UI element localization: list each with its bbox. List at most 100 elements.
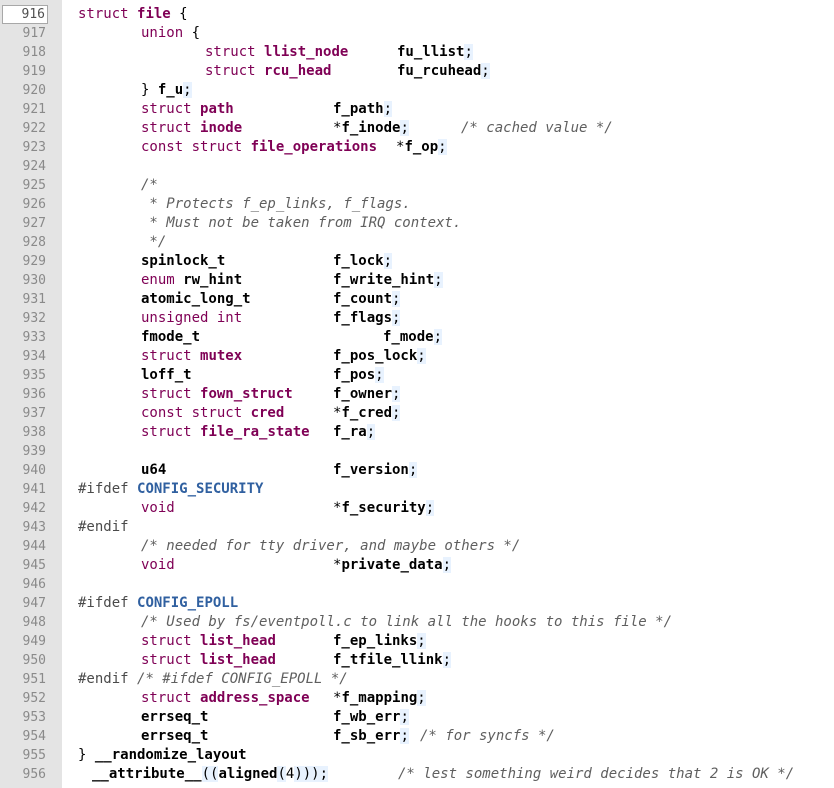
code-segment: __attribute__((aligned(4))); [92,765,329,784]
code-segment: fu_rcuhead; [397,62,490,81]
code-line[interactable]: 951#endif /* #ifdef CONFIG_EPOLL */ [0,670,834,689]
code-segment: } __randomize_layout [78,746,247,765]
line-number: 919 [22,64,46,79]
code-line[interactable]: 931 atomic_long_t f_count; [0,290,834,309]
code-token: spinlock_t [141,253,226,269]
code-line[interactable]: 956__attribute__((aligned(4)));/* lest s… [0,765,834,784]
code-token: ; [400,120,409,136]
code-segment: errseq_t [141,727,208,746]
code-segment: struct fown_struct [141,385,293,404]
line-number-gutter[interactable] [0,0,62,788]
code-token: atomic_long_t [141,291,251,307]
code-line[interactable]: 920} f_u; [0,81,834,100]
code-line[interactable]: 927 * Must not be taken from IRQ context… [0,214,834,233]
code-segment: fu_llist; [397,43,473,62]
code-token: struct [141,101,201,117]
code-token: * [333,120,342,136]
code-line[interactable]: 926 * Protects f_ep_links, f_flags. [0,195,834,214]
code-token: f_pos [333,367,376,383]
code-token: /* Used by fs/eventpoll.c to link all th… [141,614,673,630]
code-token: /* [141,177,158,193]
code-line[interactable]: 928 */ [0,233,834,252]
line-number: 953 [22,710,46,725]
code-token: f_lock [333,253,384,269]
code-line[interactable]: 925/* [0,176,834,195]
code-token: fu_rcuhead [397,63,482,79]
code-token: f_write_hint [333,272,435,288]
code-token: ; [442,652,452,668]
code-line[interactable]: 924 [0,157,834,176]
code-line[interactable]: 948/* Used by fs/eventpoll.c to link all… [0,613,834,632]
code-token: * [333,405,342,421]
line-number: 936 [22,387,46,402]
code-token: ( [277,766,286,782]
code-token: __randomize_layout [94,747,247,763]
code-token: struct [141,120,201,136]
code-token: ; [392,291,401,307]
code-token: ; [434,272,443,288]
code-segment: *f_inode; [333,119,409,138]
line-number: 931 [22,292,46,307]
code-token: struct [141,633,201,649]
code-segment: /* needed for tty driver, and maybe othe… [141,537,520,556]
line-number: 939 [22,444,46,459]
code-token: void [141,500,175,516]
code-line[interactable]: 944/* needed for tty driver, and maybe o… [0,537,834,556]
code-token: ; [425,500,435,516]
code-line[interactable]: 941#ifdef CONFIG_SECURITY [0,480,834,499]
code-token: } [78,747,95,763]
code-token: loff_t [141,367,192,383]
line-number: 949 [22,634,46,649]
code-line[interactable]: 955} __randomize_layout [0,746,834,765]
code-token: __attribute__ [92,766,202,782]
code-token: #ifdef [78,595,138,611]
code-token: path [200,101,234,117]
code-token: fown_struct [200,386,293,402]
code-line[interactable]: 943#endif [0,518,834,537]
code-token: unsigned int [141,310,243,326]
code-line[interactable]: 946 [0,575,834,594]
line-number: 954 [22,729,46,744]
code-token: * Must not be taken from IRQ context. [141,215,462,231]
code-line[interactable]: 939 [0,442,834,461]
code-token: ; [408,462,418,478]
code-token: f_count [333,291,393,307]
code-segment: *f_op; [396,138,447,157]
code-segment: /* lest something weird decides that 2 i… [398,765,794,784]
code-token: 4 [285,766,295,782]
code-segment: #endif [78,518,129,537]
code-segment: loff_t [141,366,192,385]
code-segment: #ifdef CONFIG_SECURITY [78,480,263,499]
code-token: } [141,82,158,98]
code-line[interactable]: 947#ifdef CONFIG_EPOLL [0,594,834,613]
line-number: 921 [22,102,46,117]
code-token: f_security [341,500,426,516]
code-token: f_wb_err [333,709,401,725]
code-token: list_head [200,652,276,668]
